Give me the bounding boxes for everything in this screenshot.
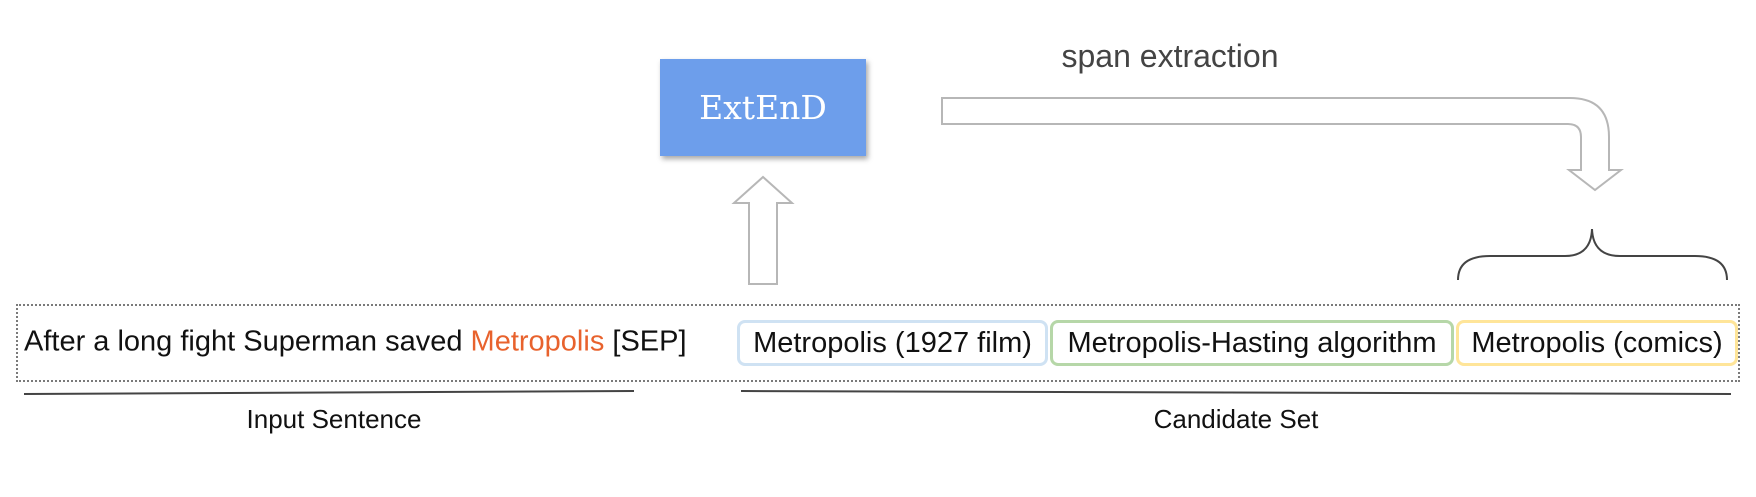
- candidate-2-label: Metropolis-Hasting algorithm: [1067, 326, 1437, 359]
- extend-model-box: ExtEnD: [660, 59, 866, 156]
- candidate-1-label: Metropolis (1927 film): [753, 326, 1032, 359]
- mention-span: Metropolis: [470, 325, 605, 358]
- sep-token: [SEP]: [604, 325, 687, 358]
- model-label: ExtEnD: [699, 88, 827, 127]
- input-sequence-box: [16, 304, 1740, 382]
- candidate-3: Metropolis (comics): [1456, 320, 1738, 366]
- candidate-set-underline: [740, 390, 1732, 395]
- candidate-2: Metropolis-Hasting algorithm: [1050, 320, 1454, 366]
- input-sentence: After a long fight Superman saved Metrop…: [24, 326, 687, 359]
- span-extraction-arrow-icon: [941, 97, 1624, 192]
- candidate-3-label: Metropolis (comics): [1471, 326, 1723, 359]
- curly-brace-icon: [1457, 228, 1728, 281]
- candidate-1: Metropolis (1927 film): [737, 320, 1048, 366]
- input-sentence-caption: Input Sentence: [246, 404, 422, 434]
- up-arrow-icon: [731, 175, 795, 285]
- input-sentence-underline: [23, 390, 635, 395]
- input-prefix: After a long fight Superman saved: [24, 325, 471, 358]
- candidate-set-caption: Candidate Set: [1153, 404, 1319, 434]
- span-extraction-label: span extraction: [1061, 38, 1279, 74]
